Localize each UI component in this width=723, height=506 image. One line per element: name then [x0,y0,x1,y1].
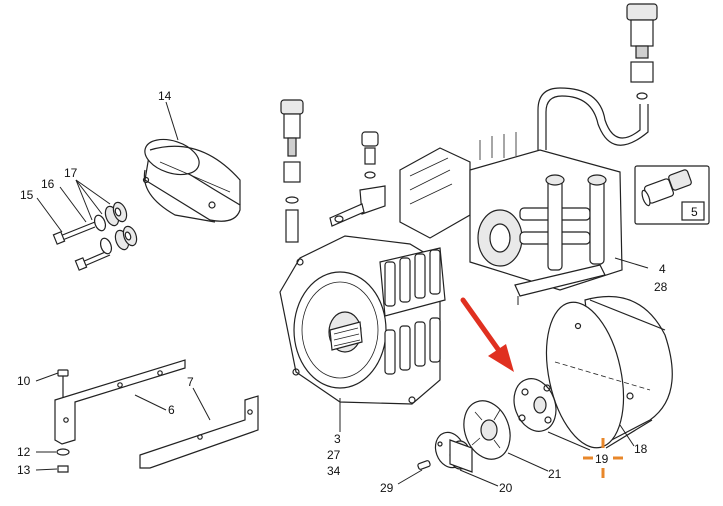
hose [535,87,649,160]
callout-15: 15 [20,188,34,202]
callout-28: 28 [654,280,668,294]
callout-3: 3 [334,432,341,446]
part-4-pump-head [399,132,623,305]
callout-14: 14 [158,89,172,103]
part-14-cover-band [142,138,241,223]
parts-10-12-13-fasteners [56,369,70,473]
red-pointer-arrow [460,297,514,372]
part-19-flange [513,378,557,432]
valve-assembly-left [280,99,304,243]
callout-19-highlight-marks [583,438,623,478]
callout-12: 12 [17,445,31,459]
callout-10: 10 [17,374,31,388]
callout-29: 29 [380,481,394,495]
part-29-key [417,460,431,470]
callout-27: 27 [327,448,341,462]
callout-20: 20 [499,481,513,495]
callout-6: 6 [168,403,175,417]
part-21-coupling [463,400,511,460]
part-18-cylinder-cover [545,296,673,449]
callout-13: 13 [17,463,31,477]
part-6-bracket [54,359,186,445]
callout-21: 21 [548,467,562,481]
part-7-bracket [139,395,259,469]
callout-labels: 14 17 16 15 4 28 5 10 6 7 12 13 3 27 34 … [17,89,698,495]
valve-assembly-right [329,131,386,227]
callout-7: 7 [187,375,194,389]
valve-assembly-top-right [626,3,658,100]
callout-5: 5 [691,205,698,219]
callout-4: 4 [659,262,666,276]
callout-18: 18 [634,442,648,456]
part-20-hub [434,431,473,473]
part-5-inset [634,165,710,225]
callout-34: 34 [327,464,341,478]
callout-16: 16 [41,177,55,191]
parts-15-17-bolt-set [52,201,138,271]
leader-lines [35,101,649,487]
callout-17: 17 [64,166,78,180]
callout-19: 19 [595,452,609,466]
part-3-gearbox-body [279,235,446,405]
